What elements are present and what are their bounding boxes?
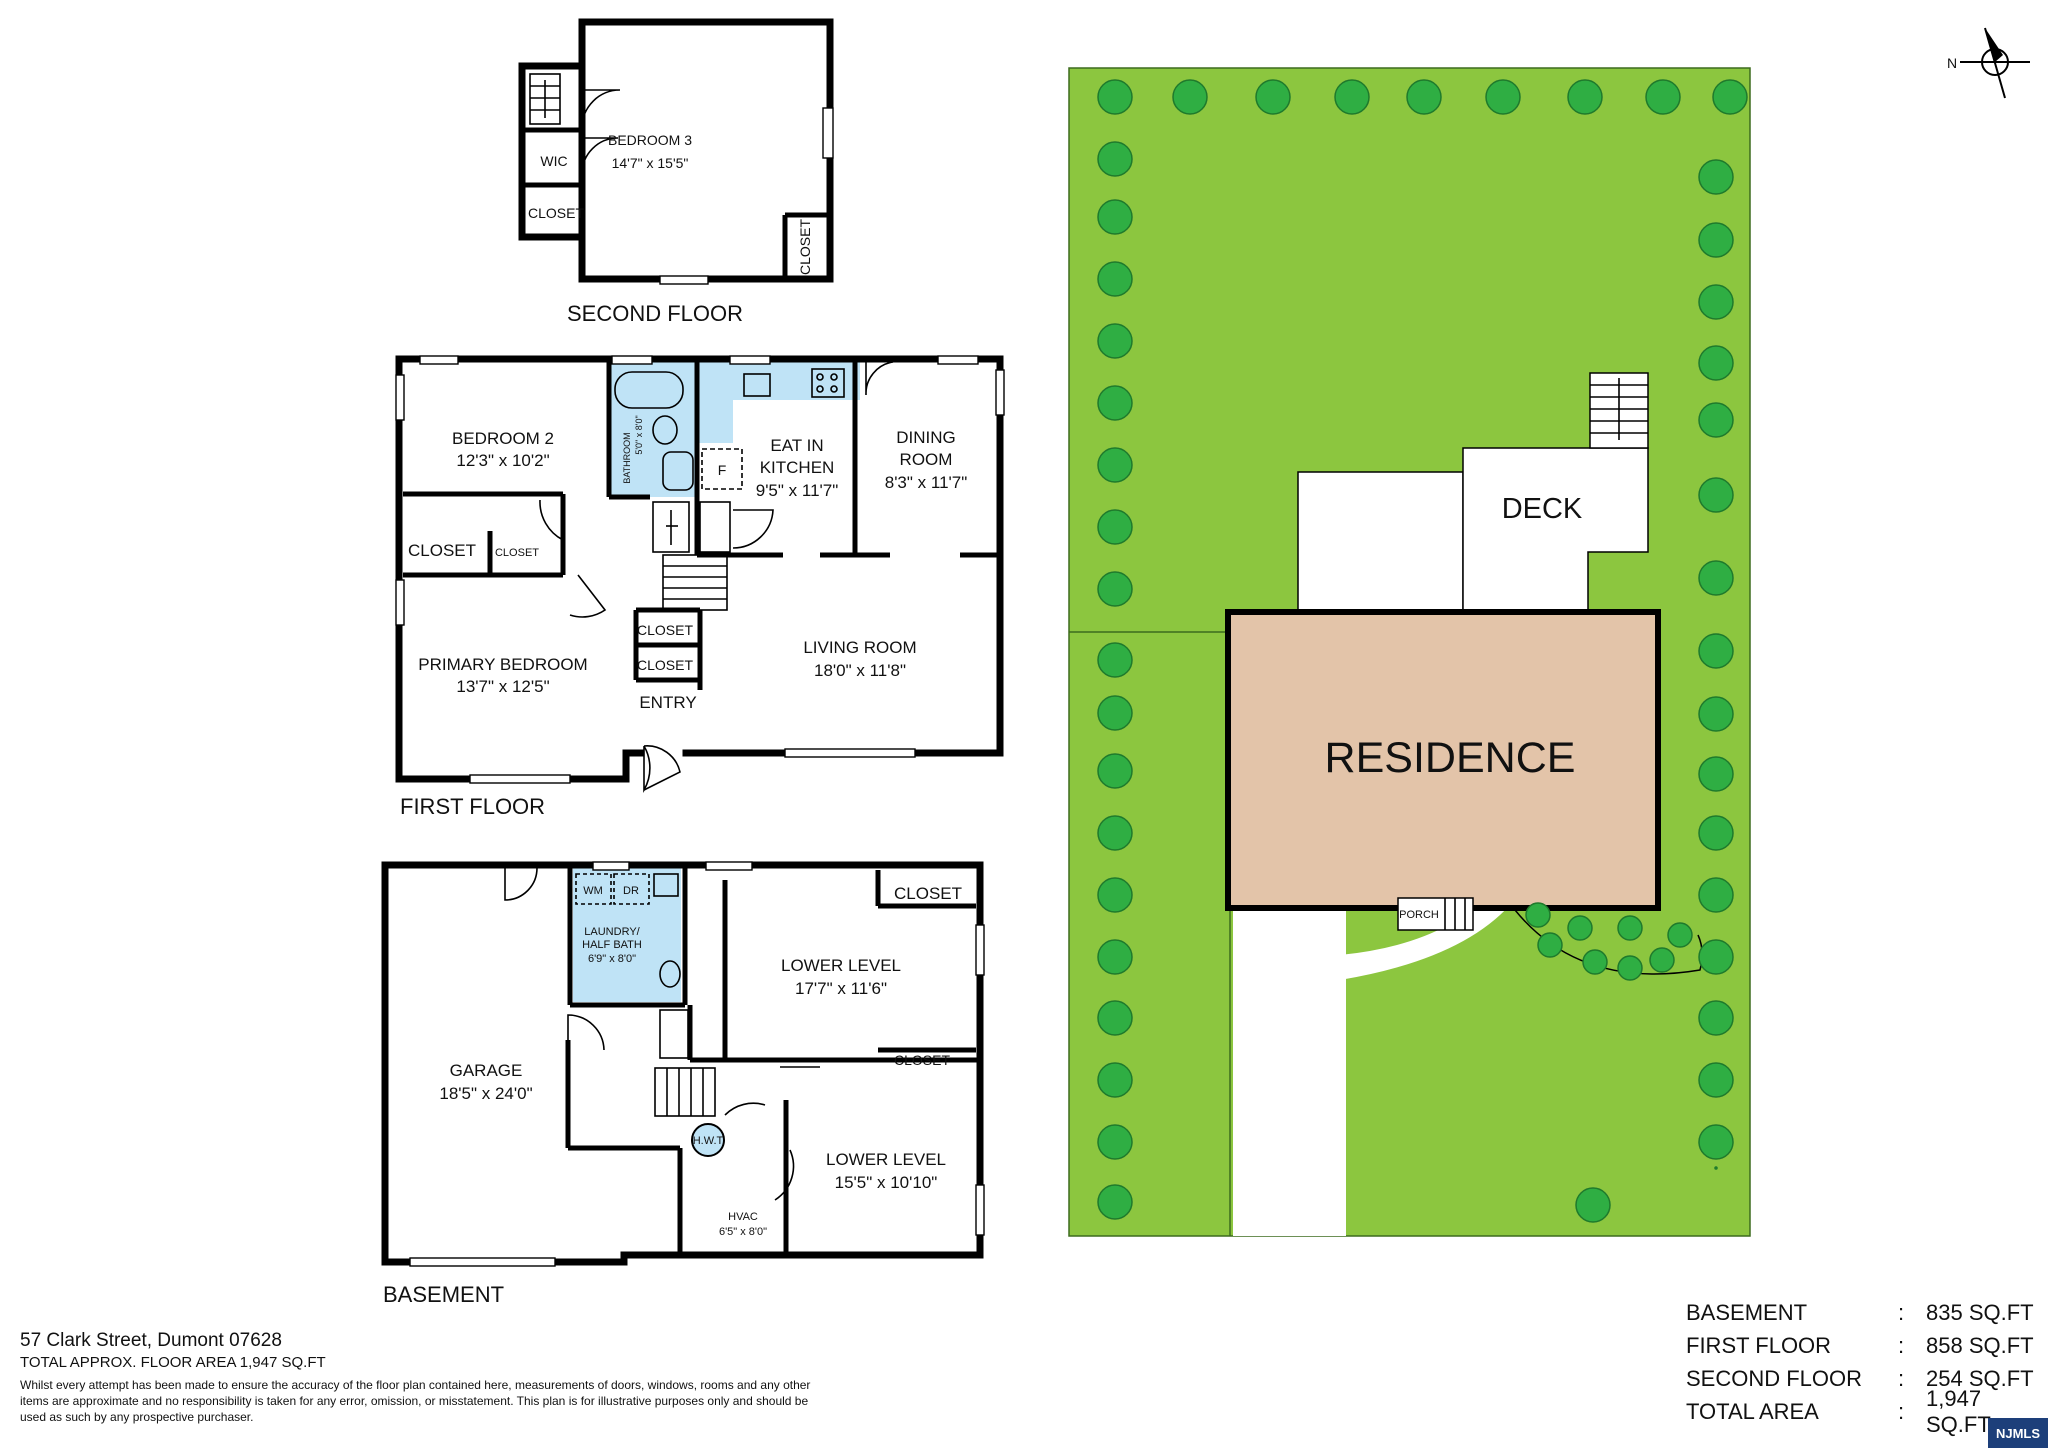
basement-plan: WM DR LAUNDRY/ HALF BATH 6'9" x 8'0" GAR… (381, 861, 985, 1307)
area-value: 835 SQ.FT (1926, 1299, 2034, 1325)
closet-big-label: CLOSET (408, 541, 476, 560)
second-closet-vertical-label: CLOSET (797, 219, 813, 275)
property-address: 57 Clark Street, Dumont 07628 (20, 1330, 282, 1351)
first-floor-plan: BEDROOM 2 12'3" x 10'2" BATHROOM 5'0" x … (395, 355, 1005, 819)
lower-level-2-name: LOWER LEVEL (826, 1150, 946, 1169)
footer: 57 Clark Street, Dumont 07628 TOTAL APPR… (20, 1330, 830, 1425)
bedroom3-dims: 14'7" x 15'5" (612, 155, 689, 171)
tree-icons (1097, 79, 1748, 1223)
second-floor-label: SECOND FLOOR (567, 301, 743, 326)
site-plan: DECK RESIDENCE PORCH (1068, 27, 2030, 1237)
driveway (1233, 910, 1346, 1236)
primary-bedroom-dims: 13'7" x 12'5" (456, 677, 549, 696)
water-heater-icon (691, 1123, 725, 1157)
hwt-label: H.W.T (693, 1135, 724, 1147)
garage-dims: 18'5" x 24'0" (439, 1084, 532, 1103)
dining-dims: 8'3" x 11'7" (885, 473, 968, 492)
hall-closet-1-label: CLOSET (637, 622, 693, 638)
area-sep: : (1897, 1365, 1905, 1391)
laundry-fill (573, 868, 681, 1002)
bedroom2-dims: 12'3" x 10'2" (456, 451, 549, 470)
lower-level-2-dims: 15'5" x 10'10" (835, 1173, 938, 1192)
hvac-dims: 6'5" x 8'0" (719, 1226, 767, 1238)
second-floor-plan: BEDROOM 3 14'7" x 15'5" WIC CLOSET CLOSE… (518, 18, 834, 326)
area-value: 254 SQ.FT (1926, 1365, 2034, 1391)
area-row: TOTAL AREA : 1,947 SQ.FT (1686, 1386, 2046, 1437)
area-name: BASEMENT (1686, 1299, 1808, 1325)
dining-name-2: ROOM (900, 450, 953, 469)
residence-label: RESIDENCE (1325, 734, 1576, 782)
porch-label: PORCH (1399, 909, 1439, 921)
bedroom3-name: BEDROOM 3 (608, 132, 692, 148)
hall-closet-2-label: CLOSET (637, 657, 693, 673)
bathroom-dims: 5'0" x 8'0" (634, 415, 644, 454)
entry-label: ENTRY (639, 693, 696, 712)
laundry-name-1: LAUNDRY/ (584, 926, 640, 938)
deck-label: DECK (1502, 493, 1583, 525)
area-sep: : (1897, 1332, 1905, 1358)
bathroom-name: BATHROOM (622, 432, 632, 483)
kitchen-name-1: EAT IN (770, 436, 823, 455)
total-floor-area: TOTAL APPROX. FLOOR AREA 1,947 SQ.FT (20, 1354, 326, 1371)
laundry-name-2: HALF BATH (582, 939, 642, 951)
area-name: TOTAL AREA (1686, 1398, 1819, 1424)
kitchen-counter-fill (697, 362, 860, 443)
area-value: 858 SQ.FT (1926, 1332, 2034, 1358)
porch (1397, 897, 1474, 931)
area-sep: : (1897, 1299, 1905, 1325)
dining-name-1: DINING (896, 428, 956, 447)
north-label: N (1947, 55, 1957, 71)
second-closet-label: CLOSET (528, 205, 584, 221)
area-summary: BASEMENT : 835 SQ.FT FIRST FLOOR : 858 S… (1686, 1296, 2046, 1437)
kitchen-name-2: KITCHEN (760, 458, 835, 477)
first-floor-label: FIRST FLOOR (400, 794, 545, 819)
bedroom2-name: BEDROOM 2 (452, 429, 554, 448)
dryer-label: DR (623, 885, 639, 897)
area-row: FIRST FLOOR : 858 SQ.FT (1686, 1329, 2046, 1362)
hvac-name: HVAC (728, 1211, 758, 1223)
area-value: 1,947 SQ.FT (1926, 1385, 1991, 1437)
basement-closet-b-label: CLOSET (894, 1052, 950, 1068)
residence (1225, 609, 1661, 911)
living-room-dims: 18'0" x 11'8" (814, 661, 906, 680)
lower-level-1-dims: 17'7" x 11'6" (795, 979, 887, 998)
area-name: FIRST FLOOR (1686, 1332, 1832, 1358)
area-name: SECOND FLOOR (1686, 1365, 1863, 1391)
washer-label: WM (583, 885, 603, 897)
living-room-name: LIVING ROOM (803, 638, 916, 657)
kitchen-dims: 9'5" x 11'7" (756, 481, 839, 500)
primary-bedroom-name: PRIMARY BEDROOM (418, 655, 587, 674)
wic-label: WIC (540, 153, 567, 169)
garage-name: GARAGE (450, 1061, 523, 1080)
area-sep: : (1897, 1398, 1905, 1424)
closet-small-label: CLOSET (495, 547, 539, 559)
basement-label: BASEMENT (383, 1282, 504, 1307)
fridge-label: F (718, 462, 727, 478)
basement-closet-label: CLOSET (894, 884, 962, 903)
disclaimer: Whilst every attempt has been made to en… (20, 1378, 811, 1424)
area-row: BASEMENT : 835 SQ.FT (1686, 1296, 2046, 1329)
lower-level-1-name: LOWER LEVEL (781, 956, 901, 975)
area-row: SECOND FLOOR : 254 SQ.FT (1686, 1362, 2046, 1395)
north-arrow-icon: N (1947, 27, 2030, 99)
laundry-dims: 6'9" x 8'0" (588, 953, 636, 965)
njmls-watermark: NJMLS (1988, 1418, 2048, 1448)
